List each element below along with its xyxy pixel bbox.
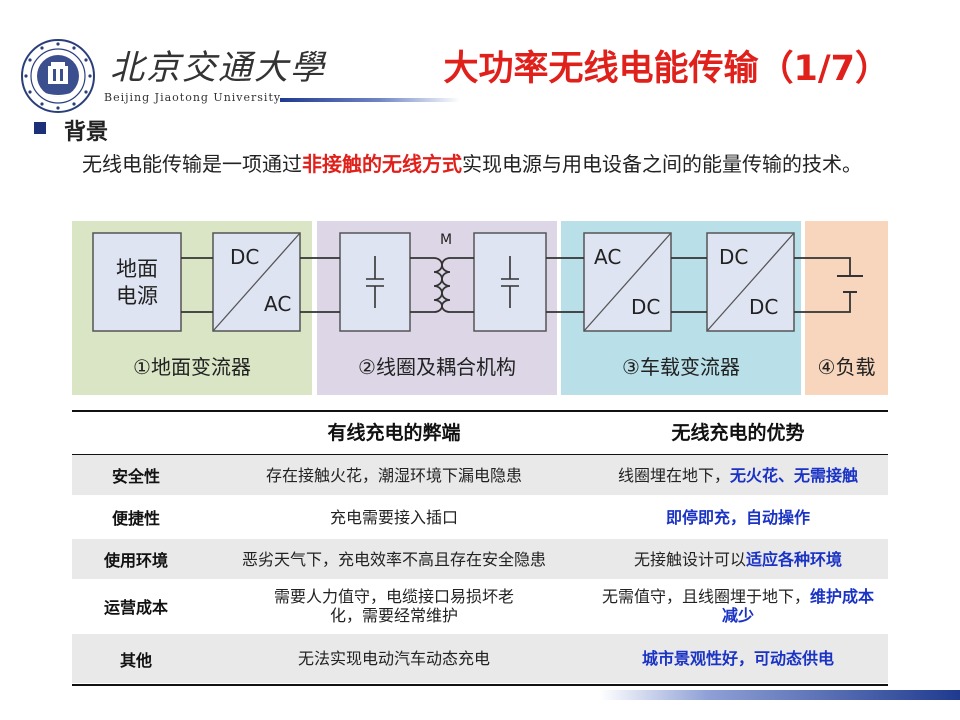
table-header-wireless: 无线充电的优势 (671, 421, 805, 444)
table-top-rule (72, 410, 888, 412)
row-wireless-plain: 线圈埋在地下， (617, 465, 730, 485)
table-row: 其他 无法实现电动汽车动态充电 城市景观性好，可动态供电 (72, 634, 888, 683)
row-wireless-text: 即停即充，自动操作 (588, 508, 888, 527)
row-wireless-text: 城市景观性好，可动态供电 (588, 649, 888, 668)
row-wireless-text: 线圈埋在地下，无火花、无需接触 (588, 466, 888, 485)
row-wireless-plain: 无需值守，且线圈埋于地下， (601, 587, 810, 606)
row-wireless-text: 无接触设计可以适应各种环境 (588, 550, 888, 569)
slide-title: 大功率无线电能传输（1/7） (443, 49, 891, 89)
primary-compensation-box (339, 232, 411, 332)
row-wireless-highlight: 城市景观性好，可动态供电 (641, 649, 834, 668)
capacitor-icon (366, 256, 519, 308)
source-label-line1: 地面 (116, 257, 158, 281)
row-wireless-plain: 无接触设计可以 (633, 549, 746, 569)
bullet-square-icon (34, 122, 46, 134)
row-wired-text: 存在接触火花，潮湿环境下漏电隐患 (265, 465, 522, 485)
header-rule (280, 98, 460, 102)
source-label-line2: 电源 (116, 284, 158, 308)
row-wireless-highlight: 即停即充，自动操作 (665, 507, 810, 527)
inverter-input-label: DC (230, 245, 259, 269)
table-header-rule (72, 454, 888, 455)
section-heading: 背景 (64, 120, 109, 145)
coupled-coil-icon (433, 257, 451, 313)
zone-label-ground-converter: ①地面变流器 (133, 355, 251, 379)
dcdc-input-label: DC (719, 245, 748, 269)
row-category: 便捷性 (111, 509, 160, 528)
row-wired-text: 充电需要接入插口 (329, 507, 458, 527)
table-row: 使用环境 恶劣天气下，充电效率不高且存在安全隐患 无接触设计可以适应各种环境 (72, 539, 888, 579)
row-category: 运营成本 (103, 598, 168, 617)
table-row: 便捷性 充电需要接入插口 即停即充，自动操作 (72, 496, 888, 538)
intro-text-post: 实现电源与用电设备之间的能量传输的技术。 (462, 152, 862, 176)
zone-load (805, 221, 888, 395)
table-header-row: 有线充电的弊端 无线充电的优势 (72, 412, 888, 454)
row-wired-text: 恶劣天气下，充电效率不高且存在安全隐患 (241, 549, 546, 569)
row-category: 使用环境 (103, 551, 168, 570)
university-name-english: Beijing Jiaotong University (104, 91, 282, 104)
zone-label-coil-coupling: ②线圈及耦合机构 (358, 355, 516, 379)
rectifier-output-label: DC (631, 295, 660, 319)
intro-text-highlight: 非接触的无线方式 (302, 152, 462, 176)
university-name-calligraphy: 北京交通大學 (110, 48, 326, 88)
table-header-wired: 有线充电的弊端 (327, 421, 461, 444)
university-seal-logo (21, 39, 95, 113)
footer-accent-bar (600, 690, 960, 700)
row-wireless-text: 无需值守，且线圈埋于地下，维护成本减少 (588, 580, 888, 632)
row-category: 其他 (119, 650, 152, 670)
row-category: 安全性 (111, 467, 160, 486)
row-wired-text: 需要人力值守，电缆接口易损坏老化，需要经常维护 (273, 587, 514, 625)
table-row: 运营成本 需要人力值守，电缆接口易损坏老化，需要经常维护 无需值守，且线圈埋于地… (72, 580, 888, 632)
secondary-compensation-box (473, 232, 547, 332)
load-battery-icon (837, 275, 863, 293)
row-wired-text: 无法实现电动汽车动态充电 (297, 649, 490, 668)
rectifier-input-label: AC (594, 245, 621, 269)
row-wireless-highlight: 适应各种环境 (746, 549, 843, 569)
row-wireless-highlight: 无火花、无需接触 (730, 465, 859, 485)
intro-paragraph: 无线电能传输是一项通过非接触的无线方式实现电源与用电设备之间的能量传输的技术。 (82, 150, 882, 179)
dcdc-output-label: DC (749, 295, 778, 319)
zone-label-vehicle-converter: ③车载变流器 (622, 355, 740, 379)
mutual-inductance-label: M (440, 232, 452, 248)
ground-source-box (92, 232, 182, 332)
intro-text-pre: 无线电能传输是一项通过 (82, 152, 302, 176)
inverter-output-label: AC (264, 292, 291, 316)
table-bottom-rule (72, 684, 888, 686)
row-wireless-highlight: 维护成本减少 (721, 587, 875, 625)
zone-label-load: ④负载 (817, 355, 876, 379)
table-row: 安全性 存在接触火花，潮湿环境下漏电隐患 线圈埋在地下，无火花、无需接触 (72, 455, 888, 495)
